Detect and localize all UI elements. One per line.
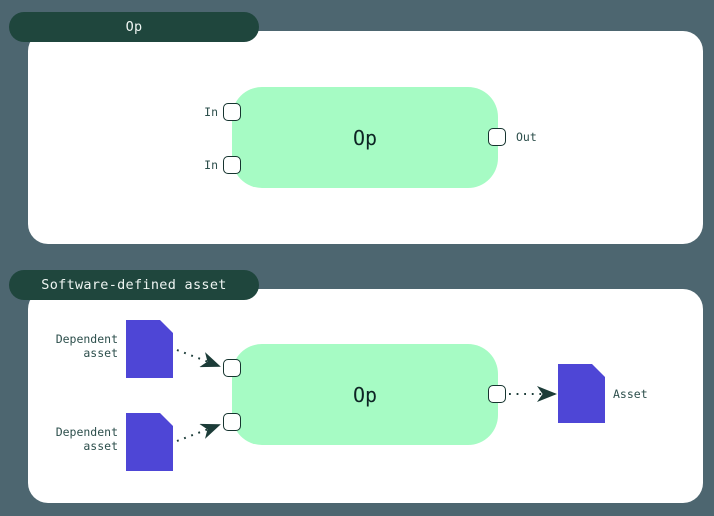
op-output-label: Out <box>516 130 537 144</box>
sda-input-port-1 <box>223 359 241 377</box>
dependent-asset-shape-1 <box>126 320 173 378</box>
sda-input-port-2 <box>223 413 241 431</box>
op-node-label: Op <box>352 125 378 150</box>
op-input-port-2 <box>223 156 241 174</box>
op-output-port <box>488 128 506 146</box>
op-tab-label: Op <box>125 19 143 35</box>
dependent-asset-shape-2 <box>126 413 173 471</box>
sda-op-node-label: Op <box>352 382 378 407</box>
sda-op-node: Op <box>232 344 498 445</box>
op-tab: Op <box>9 12 259 42</box>
sda-tab: Software-defined asset <box>9 270 259 300</box>
downstream-asset-shape <box>558 364 605 423</box>
downstream-asset-label: Asset <box>613 387 648 401</box>
op-input-port-1 <box>223 103 241 121</box>
dependent-asset-label-2: Dependent asset <box>55 425 118 453</box>
sda-tab-label: Software-defined asset <box>41 277 227 293</box>
op-input-label-1: In <box>204 105 218 119</box>
dependent-asset-label-1: Dependent asset <box>55 332 118 360</box>
op-node: Op <box>232 87 498 188</box>
sda-output-port <box>488 385 506 403</box>
op-input-label-2: In <box>204 158 218 172</box>
